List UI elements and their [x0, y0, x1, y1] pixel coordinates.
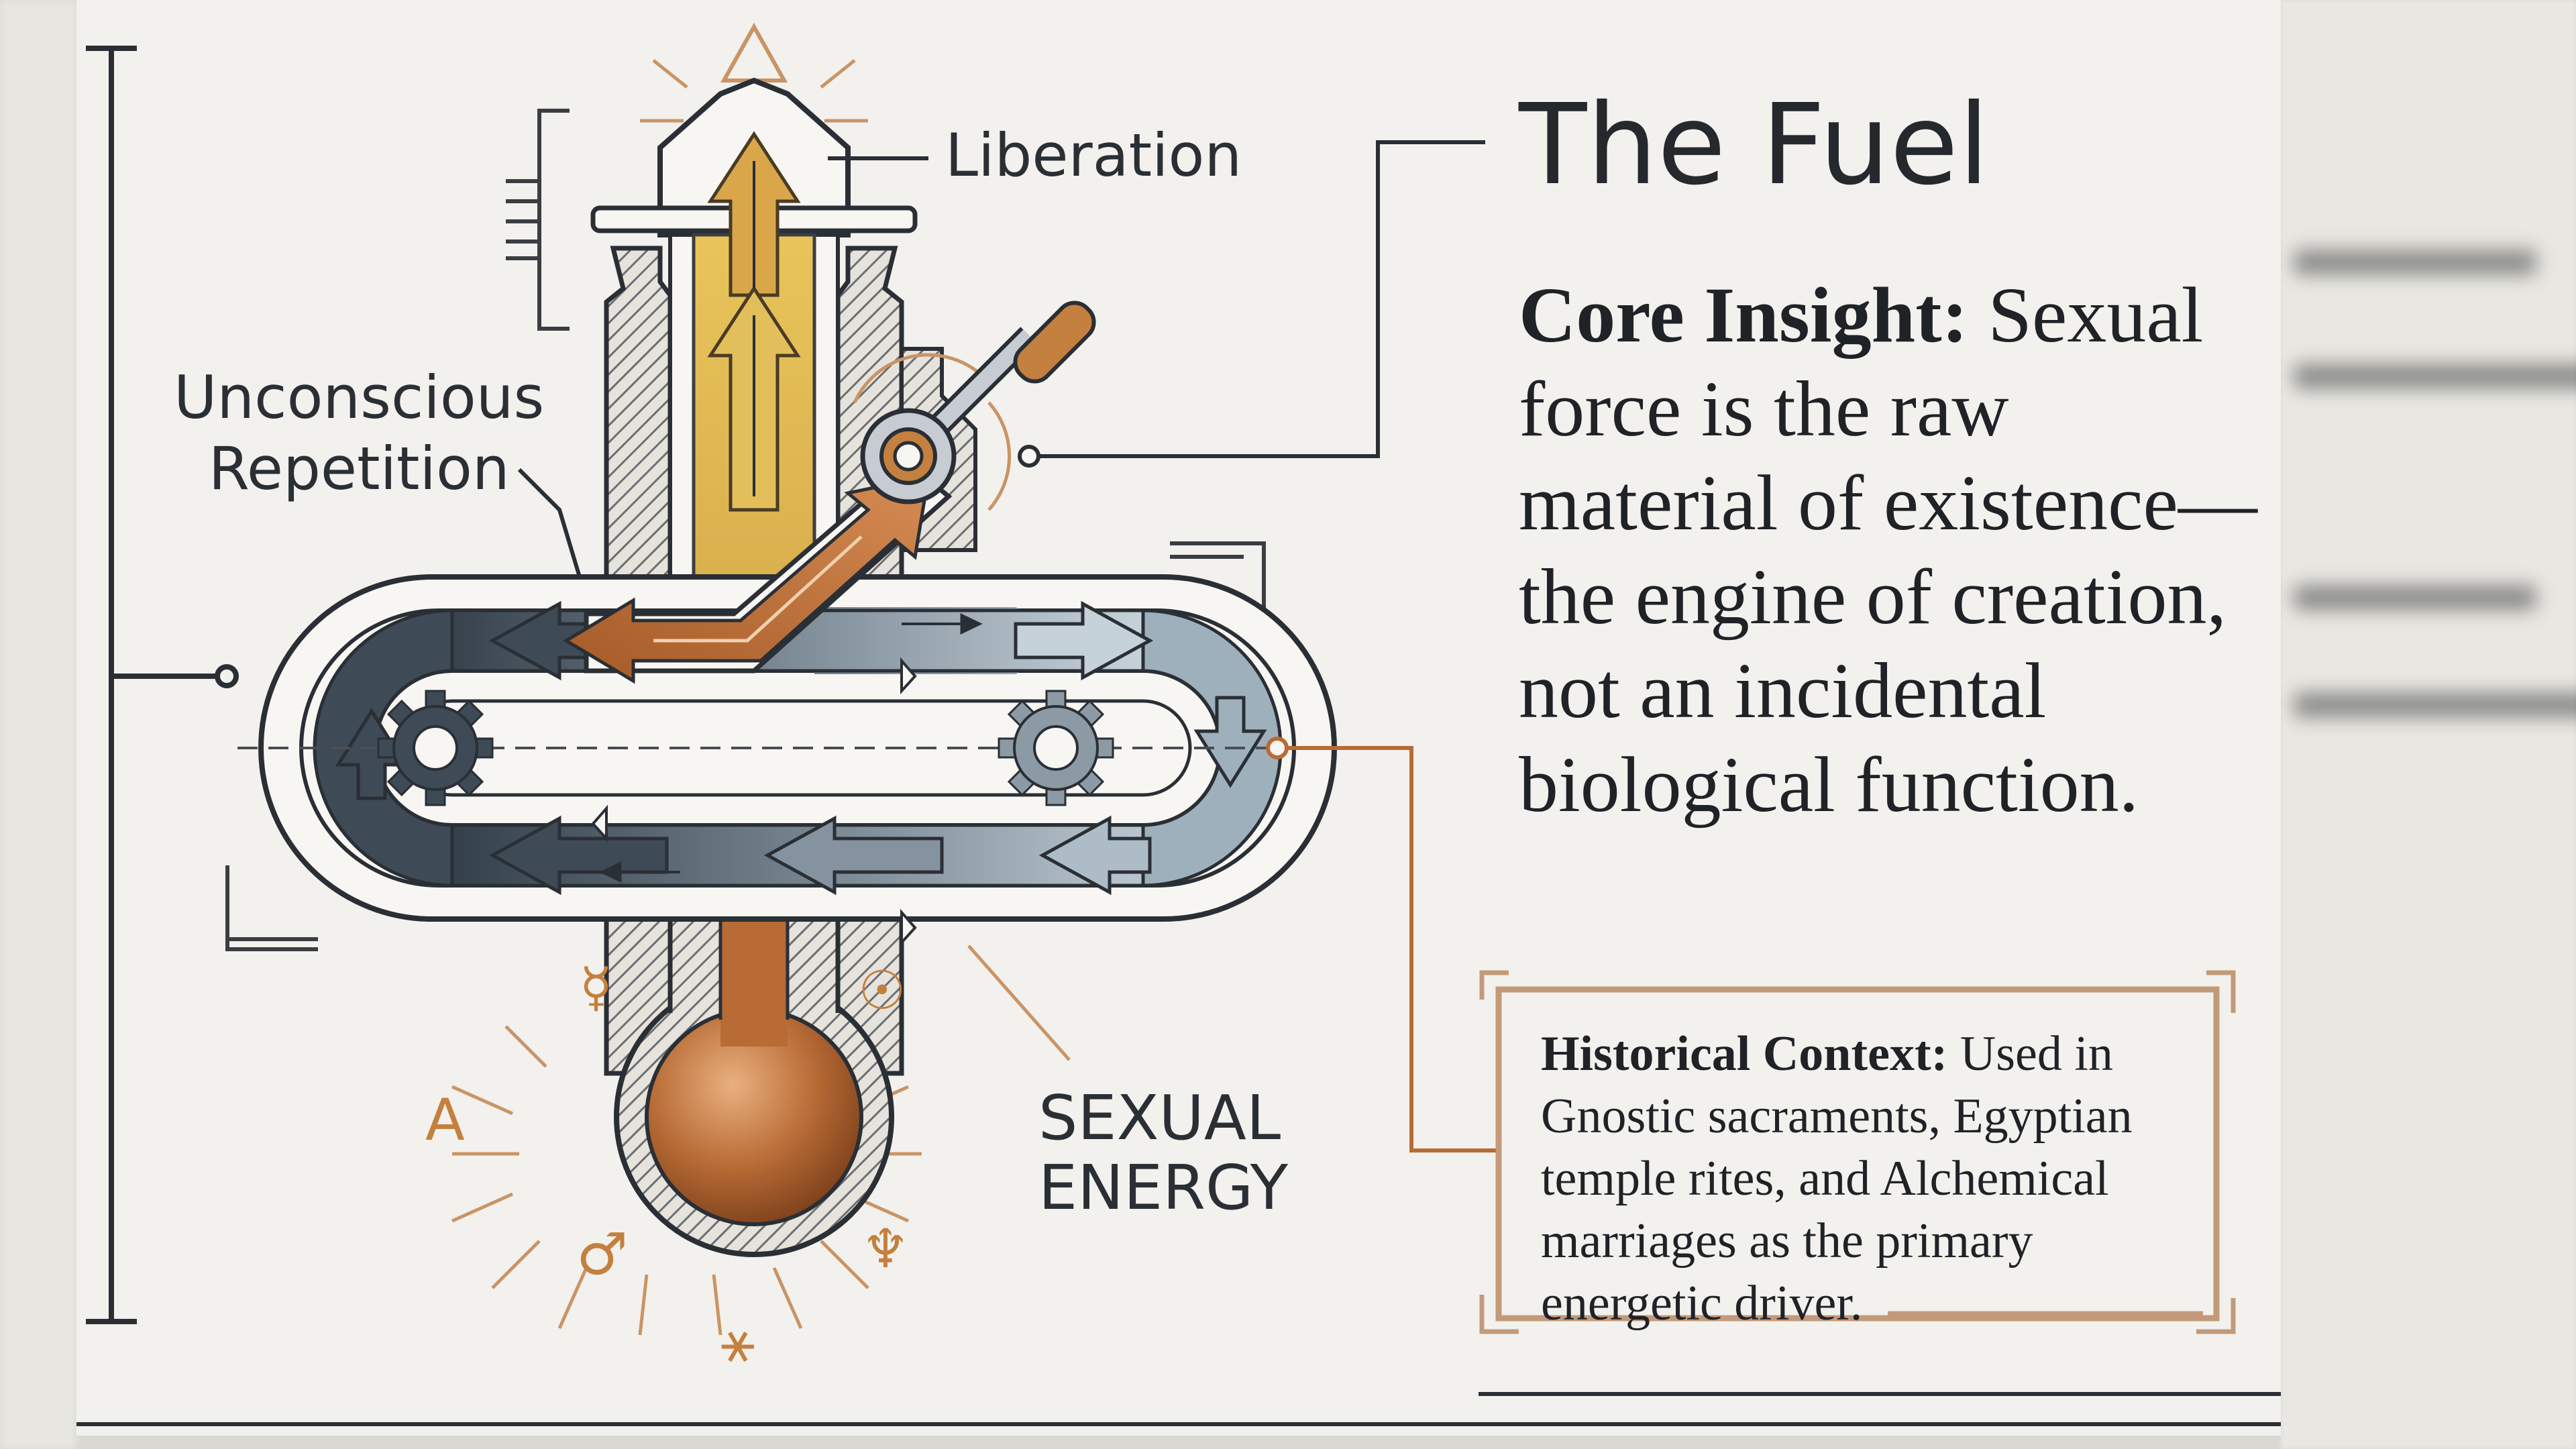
blurred-background-text: ▬▬▬	[2294, 538, 2536, 627]
top-triangle	[720, 22, 788, 83]
gear-icon	[377, 690, 494, 806]
top-rays	[640, 59, 868, 123]
background-right-blur	[2281, 0, 2576, 1449]
left-bracket	[86, 46, 239, 1324]
loop-arrows	[335, 600, 1267, 896]
core-insight-text: Core Insight: Sexual force is the raw ma…	[1519, 268, 2270, 832]
historical-context-lead: Historical Context:	[1541, 1026, 1948, 1081]
mars-symbol-icon: ♂	[576, 1221, 629, 1288]
historical-context-text: Historical Context: Used in Gnostic sacr…	[1541, 1023, 2205, 1335]
slide: ☿ ☉ A ♂ ♆ ⚹ Liberation Unconscious Repet…	[76, 0, 2281, 1436]
lever-icon	[853, 301, 1096, 511]
flask-icon	[614, 845, 894, 1257]
mercury-symbol-icon: ☿	[580, 956, 613, 1018]
core-insight-lead: Core Insight:	[1519, 271, 1968, 359]
alpha-symbol-icon: A	[425, 1087, 465, 1154]
core-insight-body: Sexual force is the raw material of exis…	[1519, 271, 2257, 828]
blurred-background-text: ▬▬▬▬	[2294, 645, 2576, 735]
background-left-blur	[0, 0, 76, 1449]
blurred-background-text: ▬▬▬	[2294, 203, 2536, 292]
label-unconscious-repetition: Unconscious Repetition	[174, 363, 545, 503]
historical-context-body: Used in Gnostic sacraments, Egyptian tem…	[1541, 1026, 2133, 1331]
star-symbol-icon: ⚹	[720, 1308, 755, 1375]
neptune-symbol-icon: ♆	[861, 1218, 910, 1280]
track-markers	[591, 657, 917, 947]
ruler-bracket	[506, 109, 570, 331]
label-sexual-energy: SEXUAL ENERGY	[1038, 1082, 1288, 1224]
gear-icon	[998, 690, 1114, 806]
context-frame	[1479, 970, 2236, 1334]
slide-title: The Fuel	[1519, 80, 1990, 210]
blurred-background-text: ▬▬▬▬	[2294, 317, 2576, 406]
sun-symbol-icon: ☉	[858, 959, 906, 1022]
slide-bottom-rule	[76, 1422, 2281, 1426]
leader-lines	[517, 140, 1499, 1152]
label-liberation: Liberation	[945, 121, 1242, 190]
engine-diagram	[86, 22, 2281, 1396]
